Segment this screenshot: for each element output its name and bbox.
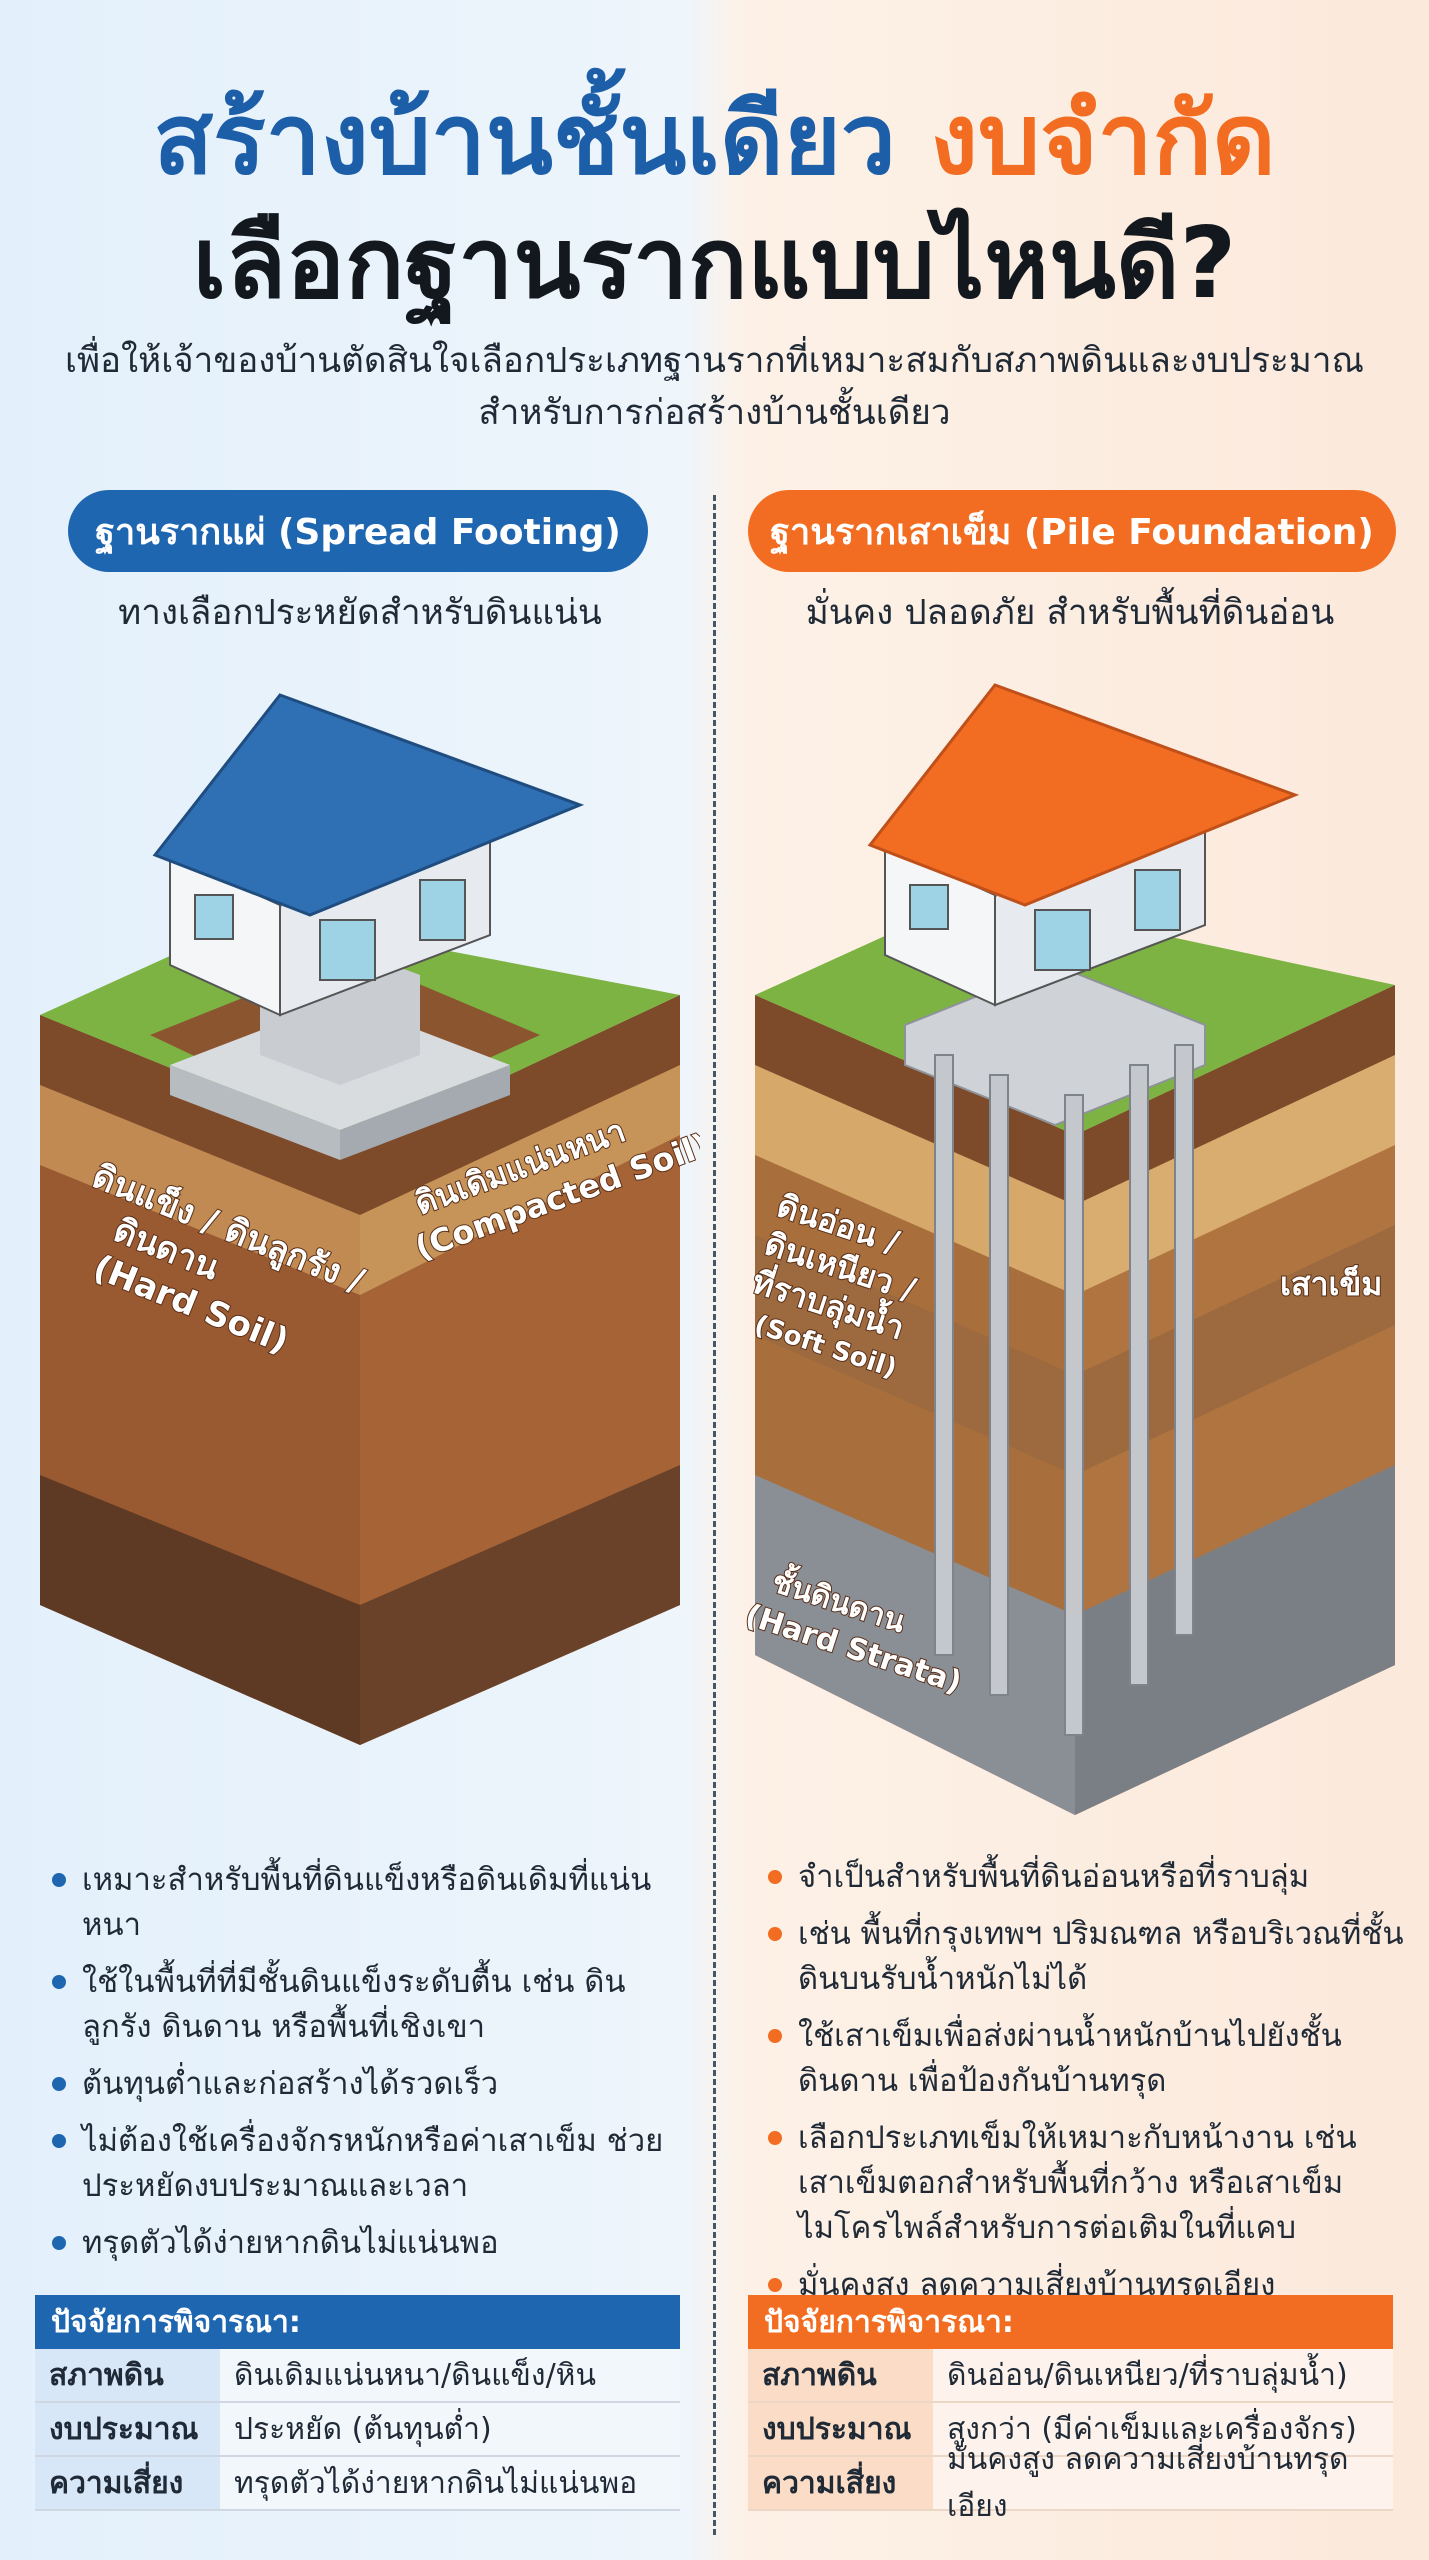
title-line-2: เลือกฐานรากแบบไหนดี? (192, 207, 1237, 321)
pile-foundation-bullet-list: จำเป็นสำหรับพื้นที่ดินอ่อนหรือที่ราบลุ่ม… (768, 1855, 1408, 2320)
factor-key: ความเสี่ยง (748, 2457, 933, 2509)
list-item: ใช้ในพื้นที่ที่มีชั้นดินแข็งระดับตื้น เช… (52, 1960, 692, 2050)
table-row: งบประมาณ สูงกว่า (มีค่าเข็มและเครื่องจัก… (748, 2403, 1393, 2457)
soil-left-topsoil (40, 1015, 360, 1215)
table-row: ความเสี่ยง ทรุดตัวได้ง่ายหากดินไม่แน่นพอ (35, 2457, 680, 2511)
spread-footing-badge: ฐานรากแผ่ (Spread Footing) (68, 490, 648, 572)
soil-right-topsoil (1075, 985, 1395, 1205)
house-window (319, 919, 376, 981)
factor-value: ประหยัด (ต้นทุนต่ำ) (220, 2403, 680, 2455)
list-item: ไม่ต้องใช้เครื่องจักรหนักหรือค่าเสาเข็ม … (52, 2119, 692, 2209)
list-item: ทรุดตัวได้ง่ายหากดินไม่แน่นพอ (52, 2221, 692, 2266)
pile (1129, 1064, 1149, 1686)
bullet-dot-icon (52, 2236, 66, 2250)
footing-slab-left (170, 1065, 340, 1160)
spread-footing-illustration: ดินแข็ง / ดินลูกรัง / ดินดาน (Hard Soil)… (40, 693, 700, 1745)
house-window (419, 879, 466, 941)
bullet-dot-icon (768, 2029, 782, 2043)
bullet-dot-icon (768, 1927, 782, 1941)
soil-right-sandy-band (1075, 1055, 1395, 1295)
factor-key: งบประมาณ (748, 2403, 933, 2455)
bullet-dot-icon (52, 2134, 66, 2148)
pile (1174, 1044, 1194, 1636)
subtitle-line-2: สำหรับการก่อสร้างบ้านชั้นเดียว (478, 393, 951, 433)
bullet-dot-icon (52, 1873, 66, 1887)
hard-strata-right (1075, 1465, 1395, 1815)
title-main-text: สร้างบ้านชั้นเดียว (153, 83, 897, 197)
pile-foundation-badge: ฐานรากเสาเข็ม (Pile Foundation) (748, 490, 1396, 572)
factor-key: งบประมาณ (35, 2403, 220, 2455)
pile (1064, 1094, 1084, 1736)
house-roof (152, 693, 585, 917)
spread-footing-factor-table: ปัจจัยการพิจารณา: สภาพดิน ดินเดิมแน่นหนา… (35, 2295, 680, 2511)
title-line-1: สร้างบ้านชั้นเดียว งบจำกัด (0, 80, 1429, 200)
factor-table-title: ปัจจัยการพิจารณา: (35, 2295, 680, 2349)
factor-key: สภาพดิน (748, 2349, 933, 2401)
list-item: เช่น พื้นที่กรุงเทพฯ ปริมณฑล หรือบริเวณท… (768, 1912, 1408, 2002)
soil-left-bedrock (40, 1475, 360, 1745)
list-item: เหมาะสำหรับพื้นที่ดินแข็งหรือดินเดิมที่แ… (52, 1858, 692, 1948)
soil-right-clay-band (1075, 1225, 1395, 1475)
soil-right-sandy-band (360, 1065, 680, 1295)
footing-slab-right (340, 1065, 510, 1160)
hard-strata-left (755, 1475, 1075, 1815)
pile-foundation-illustration: ดินอ่อน / ดินเหนียว / ที่ราบลุ่มน้ำ (Sof… (740, 683, 1395, 1815)
soil-left-sandy-band (40, 1085, 360, 1295)
pile (934, 1054, 954, 1656)
table-row: สภาพดิน ดินเดิมแน่นหนา/ดินแข็ง/หิน (35, 2349, 680, 2403)
pile-label: เสาเข็ม (1280, 1264, 1382, 1303)
list-item: ใช้เสาเข็มเพื่อส่งผ่านน้ำหนักบ้านไปยังชั… (768, 2014, 1408, 2104)
factor-value: สูงกว่า (มีค่าเข็มและเครื่องจักร) (933, 2403, 1393, 2455)
table-row: ความเสี่ยง มั่นคงสูง ลดความเสี่ยงบ้านทรุ… (748, 2442, 1393, 2524)
subtitle-line-1: เพื่อให้เจ้าของบ้านตัดสินใจเลือกประเภทฐา… (65, 341, 1364, 381)
house-window (1034, 909, 1091, 971)
title-accent-text: งบจำกัด (930, 83, 1276, 197)
column-divider (713, 495, 716, 2535)
factor-value: มั่นคงสูง ลดความเสี่ยงบ้านทรุดเอียง (933, 2442, 1393, 2524)
bullet-dot-icon (768, 2131, 782, 2145)
table-row: สภาพดิน ดินอ่อน/ดินเหนียว/ที่ราบลุ่มน้ำ) (748, 2349, 1393, 2403)
house-window (909, 884, 949, 930)
pile-foundation-factor-table: ปัจจัยการพิจารณา: สภาพดิน ดินอ่อน/ดินเหน… (748, 2295, 1393, 2524)
soil-right-bedrock (360, 1465, 680, 1745)
table-row: งบประมาณ ประหยัด (ต้นทุนต่ำ) (35, 2403, 680, 2457)
bullet-dot-icon (52, 1975, 66, 1989)
factor-value: ดินอ่อน/ดินเหนียว/ที่ราบลุ่มน้ำ) (933, 2349, 1393, 2401)
list-item: เลือกประเภทเข็มให้เหมาะกับหน้างาน เช่น เ… (768, 2116, 1408, 2251)
page-title: สร้างบ้านชั้นเดียว งบจำกัด เลือกฐานรากแบ… (0, 80, 1429, 324)
house-roof (867, 683, 1300, 907)
list-item: ต้นทุนต่ำและก่อสร้างได้รวดเร็ว (52, 2062, 692, 2107)
house-window (1134, 869, 1181, 931)
bullet-dot-icon (768, 1870, 782, 1884)
pile-foundation-tagline: มั่นคง ปลอดภัย สำหรับพื้นที่ดินอ่อน (805, 593, 1335, 633)
spread-footing-tagline: ทางเลือกประหยัดสำหรับดินแน่น (118, 593, 602, 633)
soil-right-topsoil (360, 995, 680, 1215)
bullet-dot-icon (52, 2077, 66, 2091)
factor-table-title: ปัจจัยการพิจารณา: (748, 2295, 1393, 2349)
factor-value: ดินเดิมแน่นหนา/ดินแข็ง/หิน (220, 2349, 680, 2401)
factor-key: สภาพดิน (35, 2349, 220, 2401)
subtitle: เพื่อให้เจ้าของบ้านตัดสินใจเลือกประเภทฐา… (0, 335, 1429, 439)
factor-value: ทรุดตัวได้ง่ายหากดินไม่แน่นพอ (220, 2457, 680, 2509)
factor-key: ความเสี่ยง (35, 2457, 220, 2509)
pile (989, 1074, 1009, 1696)
list-item: จำเป็นสำหรับพื้นที่ดินอ่อนหรือที่ราบลุ่ม (768, 1855, 1408, 1900)
spread-footing-bullet-list: เหมาะสำหรับพื้นที่ดินแข็งหรือดินเดิมที่แ… (52, 1858, 692, 2278)
bullet-dot-icon (768, 2278, 782, 2292)
house-window (194, 894, 234, 940)
